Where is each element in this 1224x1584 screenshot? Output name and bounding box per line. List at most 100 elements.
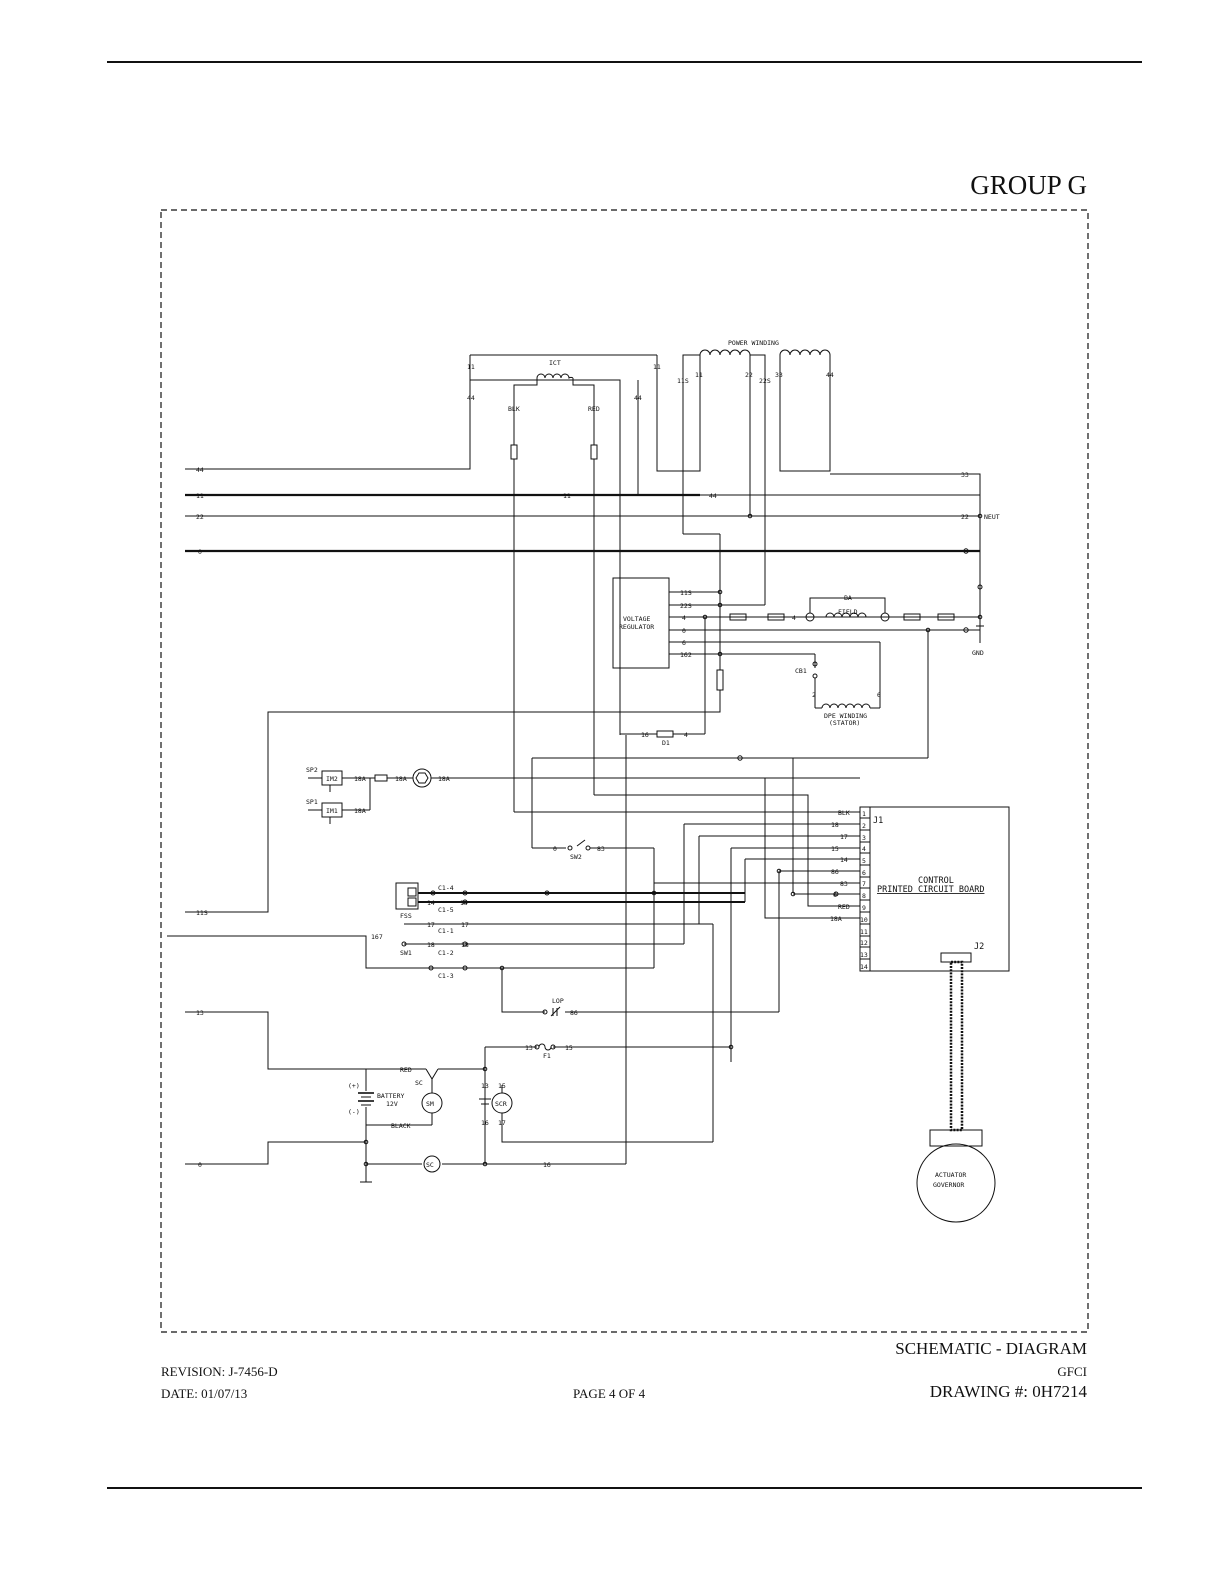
voltage-regulator — [612, 577, 670, 669]
im1-label: IM1 — [326, 807, 338, 815]
j1-pin-numbers: 1 2 3 4 5 6 7 8 9 10 11 12 13 14 — [860, 810, 868, 971]
black-label: BLACK — [391, 1122, 411, 1130]
wire-6-dpe: 6 — [877, 691, 881, 699]
wire-15-a: 15 — [498, 1082, 506, 1090]
bottom-rule — [107, 1487, 1142, 1489]
lop-label: LOP — [552, 997, 564, 1005]
bus-11: 11 — [196, 492, 204, 500]
sp1-label: SP1 — [306, 798, 318, 806]
wire-13-a: 13 — [481, 1082, 489, 1090]
lop-switch — [501, 968, 779, 1017]
group-title: GROUP G — [970, 170, 1087, 200]
wire-14-c1: 14 — [460, 899, 468, 907]
svg-text:3: 3 — [862, 834, 866, 842]
sc-bottom: SC — [426, 1161, 434, 1169]
wire-red-bat: RED — [400, 1066, 412, 1074]
wire-0-sw2: 0 — [553, 845, 557, 853]
sw2-label: SW2 — [570, 853, 582, 861]
battery-label-1: BATTERY — [377, 1092, 404, 1100]
c1-3-label: C1-3 — [438, 972, 454, 980]
wire-16-d1: 16 — [641, 731, 649, 739]
wire-17-b: 17 — [461, 921, 469, 929]
wire-18a-4: 18A — [354, 807, 366, 815]
plus-label: (+) — [348, 1082, 360, 1090]
wire-18-a: 18 — [427, 941, 435, 949]
vr-label-1: VOLTAGE — [623, 615, 650, 623]
wire-18a-3: 18A — [438, 775, 450, 783]
j1-wiring — [514, 778, 860, 1142]
pcb-label-2: PRINTED CIRCUIT BOARD — [877, 885, 984, 895]
actuator-label-2: GOVERNOR — [933, 1181, 964, 1189]
wire-18a-1: 18A — [354, 775, 366, 783]
j1-label: J1 — [873, 816, 883, 826]
j1-wire-15: 15 — [831, 845, 839, 853]
wire-167: 167 — [371, 933, 383, 941]
diagram-frame — [160, 209, 1089, 1333]
blk-label: BLK — [508, 405, 520, 413]
svg-text:6: 6 — [862, 869, 866, 877]
wire-18a-2: 18A — [395, 775, 407, 783]
battery-label-2: 12V — [386, 1100, 398, 1108]
control-pcb — [869, 806, 1010, 972]
fss-label: FSS — [400, 912, 412, 920]
j1-wire-0: 0 — [833, 891, 837, 899]
battery-circuit — [185, 735, 731, 1183]
j1-wire-blk: BLK — [838, 809, 850, 817]
j1-wire-18: 18 — [831, 821, 839, 829]
wire-11-pw: 11 — [695, 371, 703, 379]
bus-22: 22 — [196, 513, 204, 521]
regulator-wiring — [185, 533, 981, 913]
wire-22-pw: 22 — [745, 371, 753, 379]
c1-2-label: C1-2 — [438, 949, 454, 957]
actuator-label-1: ACTUATOR — [935, 1171, 966, 1179]
f1-label: F1 — [543, 1052, 551, 1060]
svg-text:5: 5 — [862, 857, 866, 865]
svg-text:13: 13 — [860, 951, 868, 959]
sw1-label: SW1 — [400, 949, 412, 957]
svg-text:11: 11 — [860, 928, 868, 936]
svg-text:10: 10 — [860, 916, 868, 924]
wire-83-sw2: 83 — [597, 845, 605, 853]
bus-0-bottom: 0 — [198, 1161, 202, 1169]
wire-0-vr: 0 — [682, 627, 686, 635]
j1-wire-14: 14 — [840, 856, 848, 864]
scr-label: SCR — [495, 1100, 507, 1108]
model-label: GFCI — [1057, 1364, 1087, 1379]
svg-text:8: 8 — [862, 892, 866, 900]
minus-label: (-) — [348, 1108, 360, 1116]
neut-label: NEUT — [984, 513, 1000, 521]
top-rule — [107, 61, 1142, 63]
svg-text:12: 12 — [860, 939, 868, 947]
revision-label: REVISION: J-7456-D — [161, 1364, 278, 1379]
sc-label: SC — [415, 1079, 423, 1087]
bus-22-right: 22 — [961, 513, 969, 521]
date-label: DATE: 01/07/13 — [161, 1386, 248, 1401]
wire-22s: 22S — [759, 377, 771, 385]
diode-d1 — [620, 730, 705, 738]
dpe-label-1: DPE WINDING — [824, 712, 867, 720]
drawing-number: DRAWING #: 0H7214 — [929, 1382, 1087, 1401]
wire-2-dpe: 2 — [812, 691, 816, 699]
wire-16-a: 16 — [481, 1119, 489, 1127]
bus-0: 0 — [198, 548, 202, 556]
wire-162-vr: 162 — [680, 651, 692, 659]
im2-label: IM2 — [326, 775, 338, 783]
vr-label-2: REGULATOR — [619, 623, 654, 631]
ba-label: BA — [844, 594, 852, 602]
wire-17-scr: 17 — [498, 1119, 506, 1127]
j1-wire-red: RED — [838, 903, 850, 911]
power-winding — [656, 349, 831, 605]
page-number: PAGE 4 OF 4 — [573, 1386, 646, 1401]
wire-11-b: 11 — [653, 363, 661, 371]
wire-14-fss: 14 — [427, 899, 435, 907]
field-winding — [729, 597, 984, 643]
wire-15-f1: 15 — [565, 1044, 573, 1052]
red-label: RED — [588, 405, 600, 413]
svg-text:7: 7 — [862, 880, 866, 888]
wire-13-f1: 13 — [525, 1044, 533, 1052]
bus-13: 13 — [196, 1009, 204, 1017]
power-winding-label: POWER WINDING — [728, 339, 779, 347]
c1-4-label: C1-4 — [438, 884, 454, 892]
sm-label: SM — [426, 1100, 434, 1108]
